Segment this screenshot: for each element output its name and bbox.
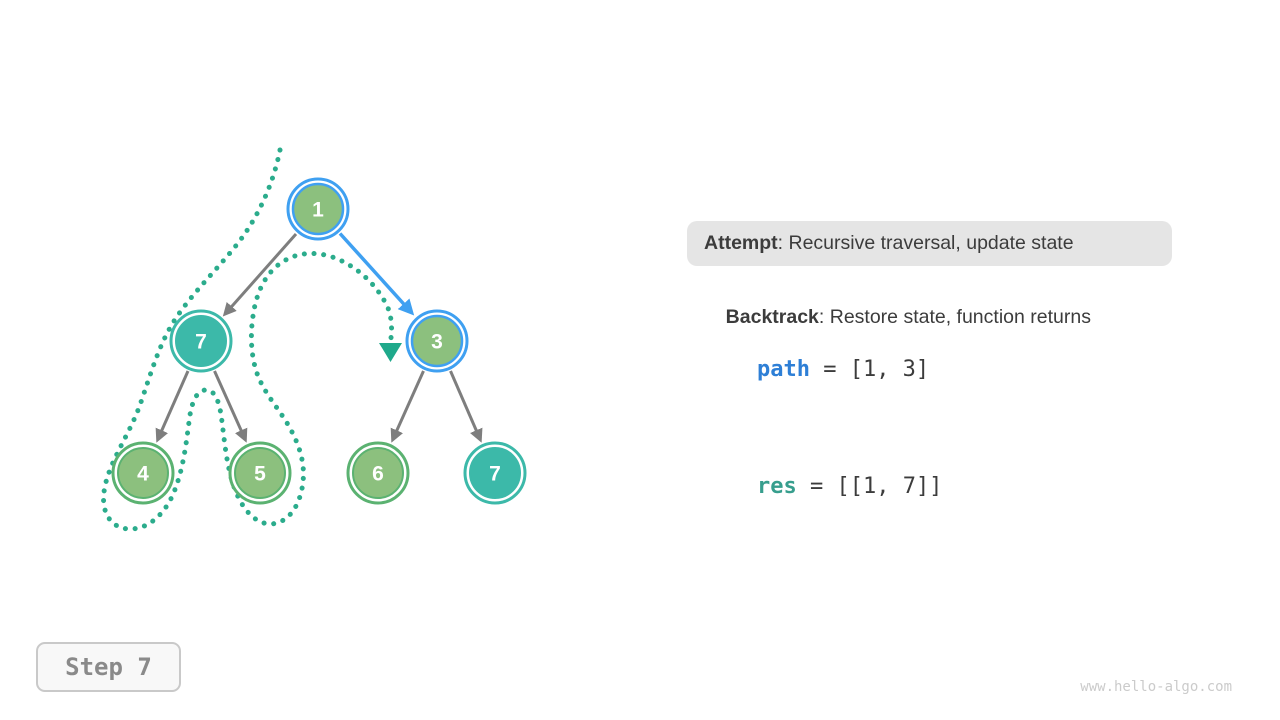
trace-arrowhead-icon [379,343,402,362]
backtrack-text: : Restore state, function returns [818,306,1091,328]
step-button[interactable]: Step 7 [36,642,181,692]
backtrack-label: Backtrack [725,306,819,328]
res-state-line: res = [[1, 7]] [704,449,942,524]
edge-7-5 [213,370,248,443]
path-variable: path [756,357,810,382]
tree-node-6: 6 [346,441,410,505]
path-value: = [1, 3] [809,357,930,382]
attempt-text: : Recursive traversal, update state [777,232,1074,254]
node-label: 4 [137,463,149,486]
node-label: 5 [254,463,266,486]
node-label: 6 [372,463,384,486]
edge-3-6 [390,370,425,443]
node-label: 3 [431,331,443,354]
edge-1-3-highlighted [338,232,415,316]
backtrack-legend: Backtrack: Restore state, function retur… [704,283,1091,352]
res-variable: res [756,474,797,499]
backtrack-trace-path [101,147,395,532]
tree-node-3: 3 [405,309,469,373]
node-label: 7 [195,331,207,354]
edge-1-7 [222,233,298,317]
attempt-label: Attempt [704,232,778,254]
tree-node-7-right: 7 [463,441,527,505]
tree-node-4: 4 [111,441,175,505]
res-value: = [[1, 7]] [796,474,943,499]
tree-node-5: 5 [228,441,292,505]
tree-node-7-left: 7 [169,309,233,373]
node-label: 1 [312,199,324,222]
attempt-legend: Attempt: Recursive traversal, update sta… [687,221,1172,266]
edge-7-4 [155,370,190,443]
edge-3-7 [449,370,483,443]
node-label: 7 [489,463,501,486]
watermark-url: www.hello-algo.com [1080,679,1232,695]
path-state-line: path = [1, 3] [704,332,929,407]
tree-node-1: 1 [286,177,350,241]
